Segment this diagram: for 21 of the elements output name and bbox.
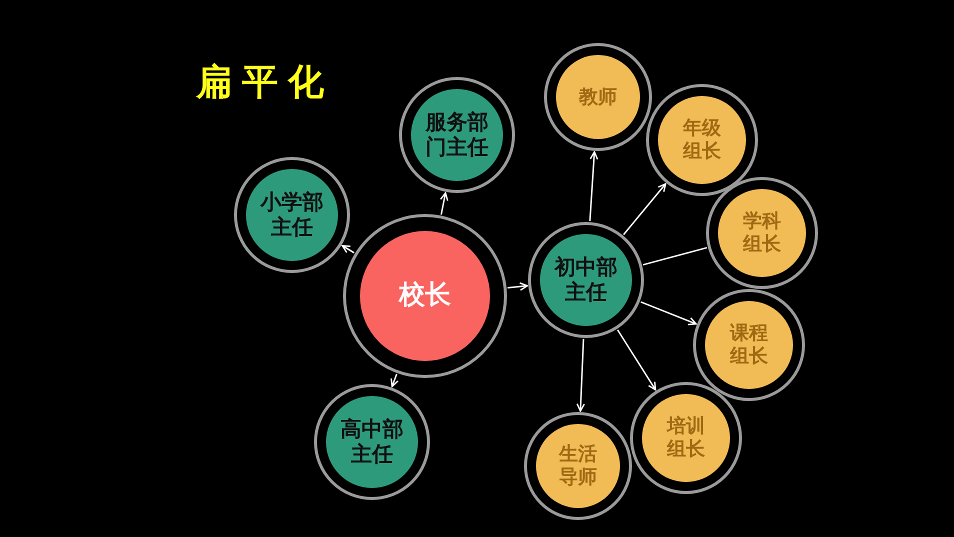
arrow <box>342 244 354 254</box>
node-label: 年级组长 <box>682 117 722 163</box>
node-label: 高中部主任 <box>340 416 404 468</box>
arrow <box>508 282 528 291</box>
node-label: 生活导师 <box>558 443 598 489</box>
arrow <box>576 338 586 412</box>
node-label: 教师 <box>578 86 618 108</box>
node-label: 服务部门主任 <box>424 110 490 160</box>
arrow <box>589 151 598 222</box>
arrow <box>623 183 666 236</box>
node-label: 培训组长 <box>666 415 706 461</box>
node-label: 初中部主任 <box>554 254 618 306</box>
node-label: 课程组长 <box>729 322 769 368</box>
node-label: 小学部主任 <box>260 190 324 240</box>
arrow <box>440 192 448 215</box>
title: 扁平化 <box>196 61 334 105</box>
arrow <box>390 374 399 388</box>
node-label: 校长 <box>397 280 452 312</box>
arrow <box>640 301 697 326</box>
arrow <box>616 330 656 391</box>
node-label: 学科组长 <box>742 210 782 256</box>
